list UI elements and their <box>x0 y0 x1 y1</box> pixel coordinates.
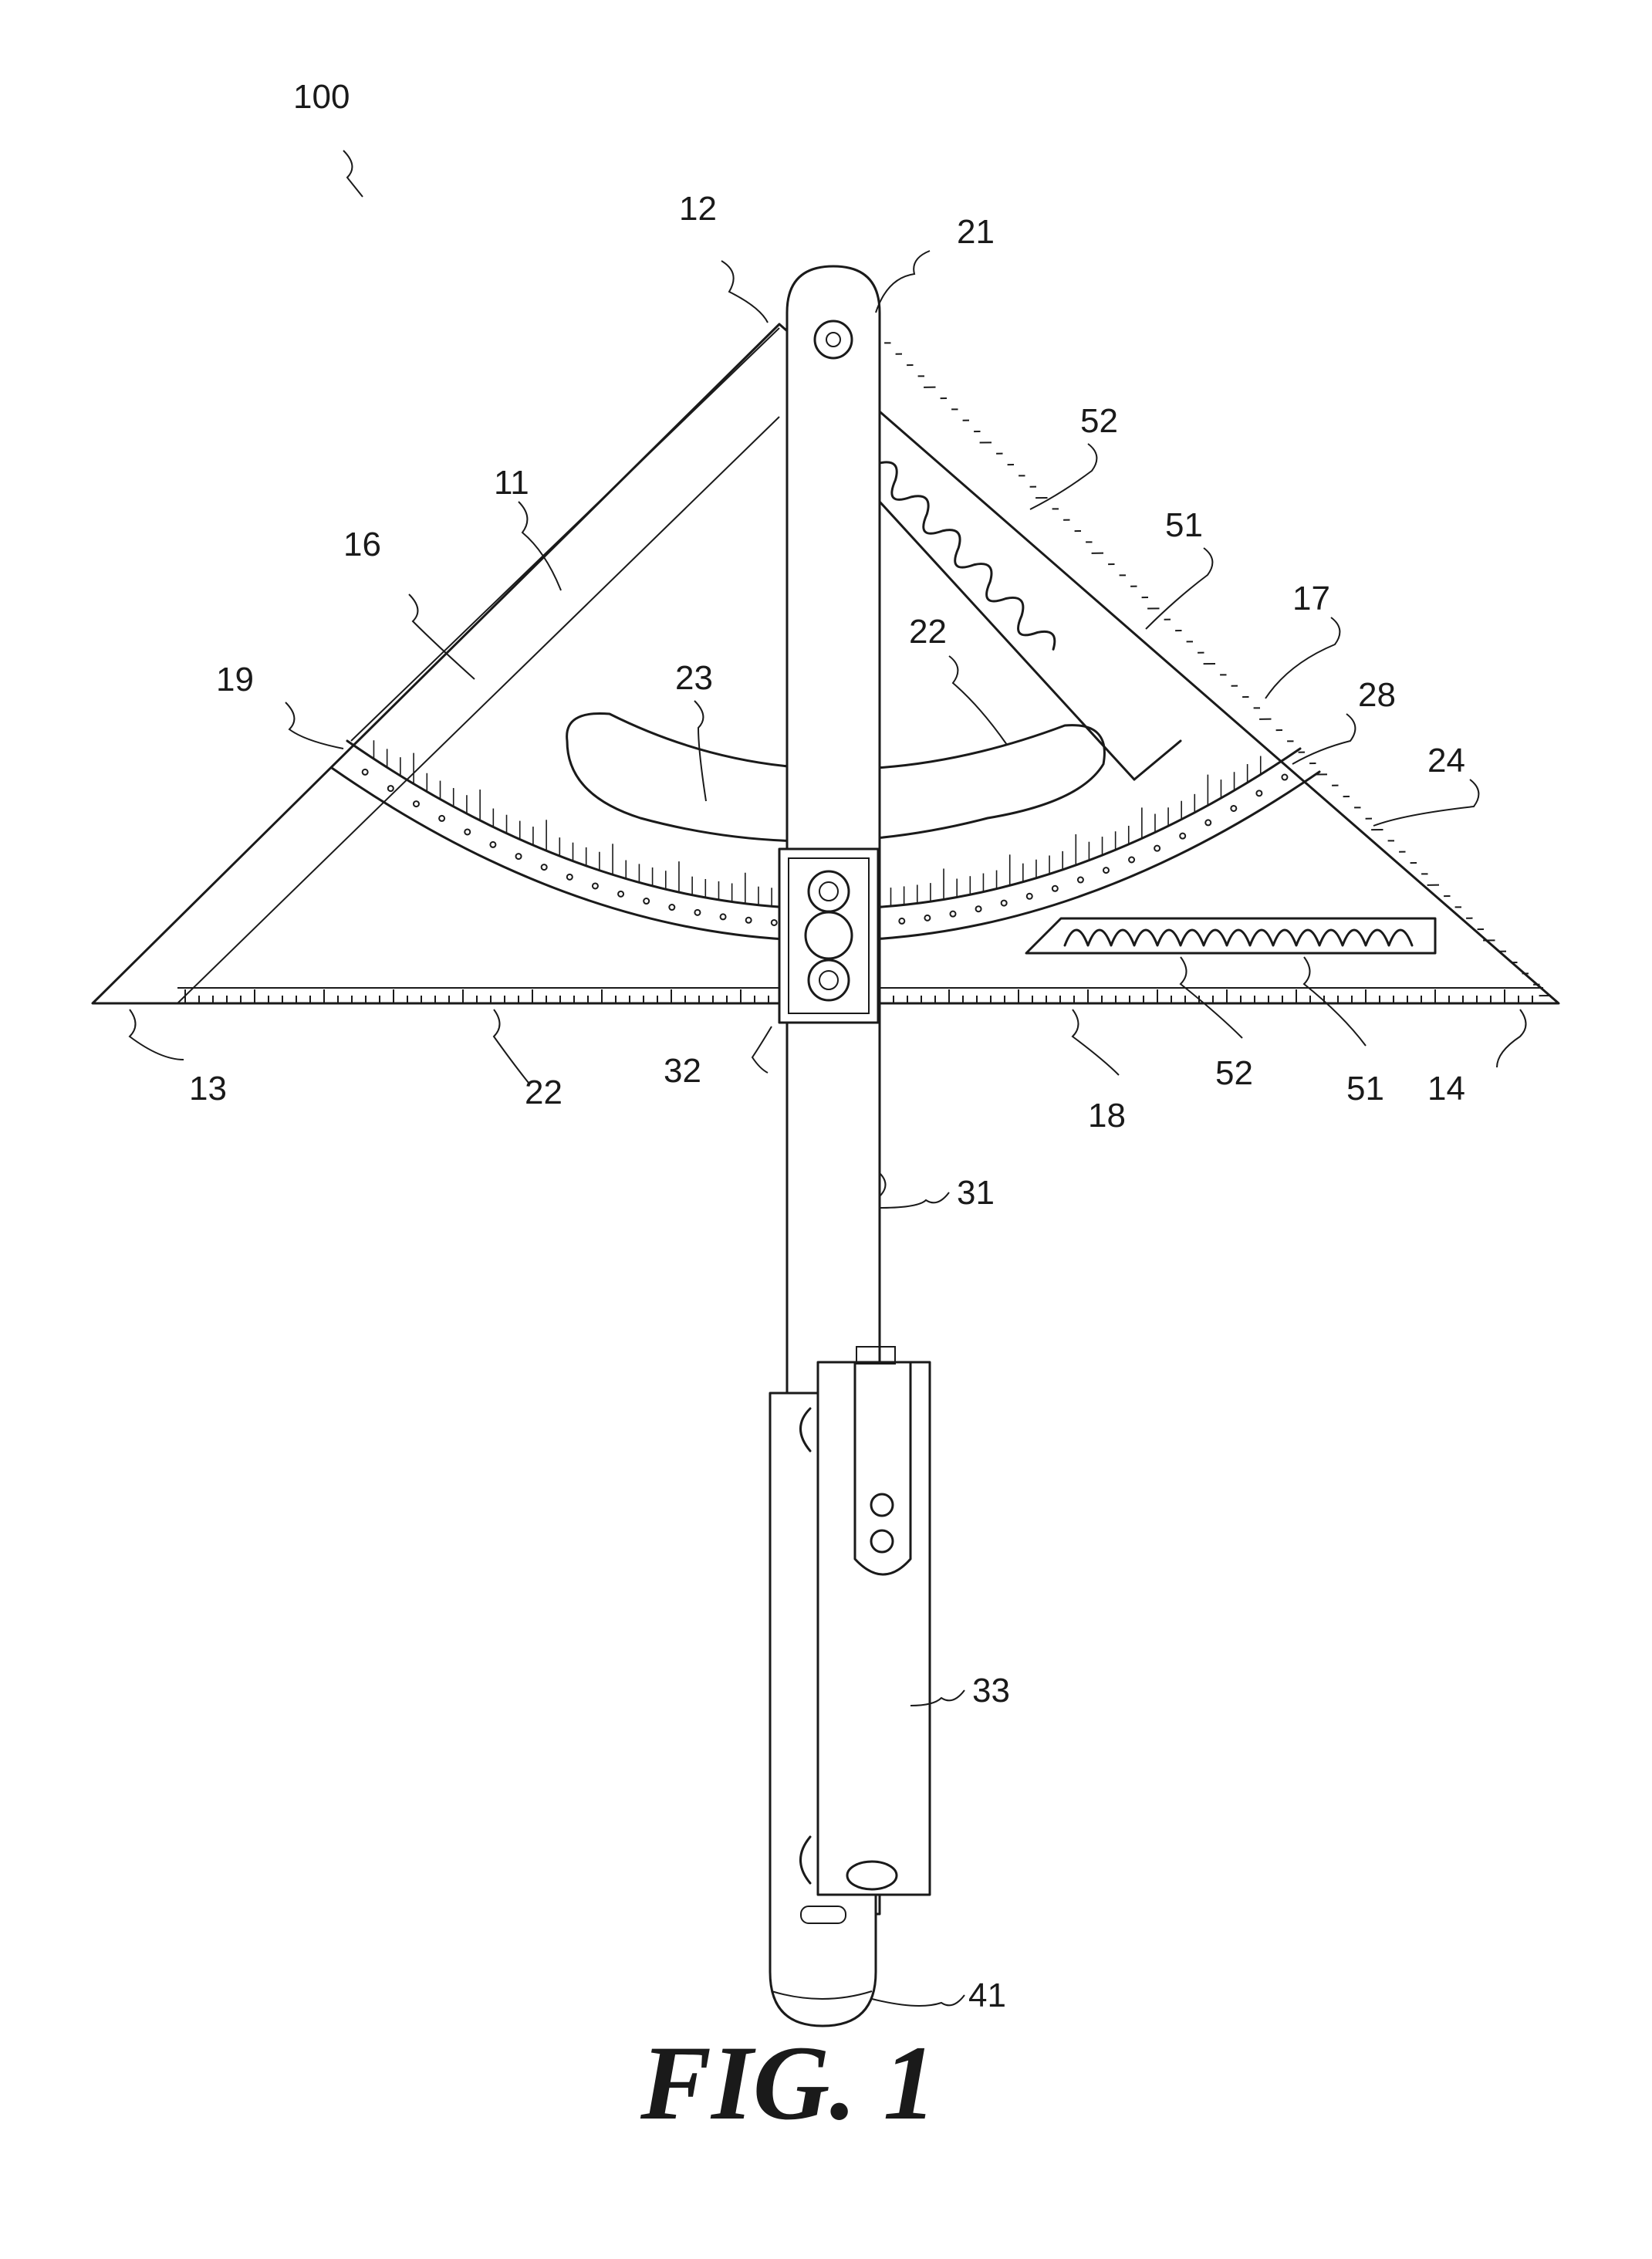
label-22-bottom: 22 <box>525 1074 562 1111</box>
label-24: 24 <box>1427 742 1465 779</box>
label-22-arc: 22 <box>909 613 947 651</box>
figure-title: FIG. 1 <box>640 2024 936 2142</box>
label-18: 18 <box>1088 1097 1126 1135</box>
label-23: 23 <box>675 659 713 697</box>
label-100: 100 <box>293 78 350 116</box>
label-11: 11 <box>494 464 529 502</box>
label-21: 21 <box>957 213 995 251</box>
clamp <box>779 849 878 1023</box>
label-31: 31 <box>957 1174 995 1212</box>
slider <box>818 1347 930 1895</box>
label-19: 19 <box>216 661 254 698</box>
label-28: 28 <box>1358 676 1396 714</box>
label-51-lower: 51 <box>1346 1070 1384 1108</box>
label-52-lower: 52 <box>1215 1054 1253 1092</box>
label-33: 33 <box>972 1672 1010 1709</box>
label-32: 32 <box>664 1052 701 1090</box>
label-51-upper: 51 <box>1165 506 1203 544</box>
label-14: 14 <box>1427 1070 1465 1108</box>
label-17: 17 <box>1292 580 1330 617</box>
label-12: 12 <box>679 190 717 228</box>
label-52-upper: 52 <box>1080 402 1118 440</box>
label-16: 16 <box>343 526 381 563</box>
label-41: 41 <box>968 1977 1006 2014</box>
label-13: 13 <box>189 1070 227 1108</box>
